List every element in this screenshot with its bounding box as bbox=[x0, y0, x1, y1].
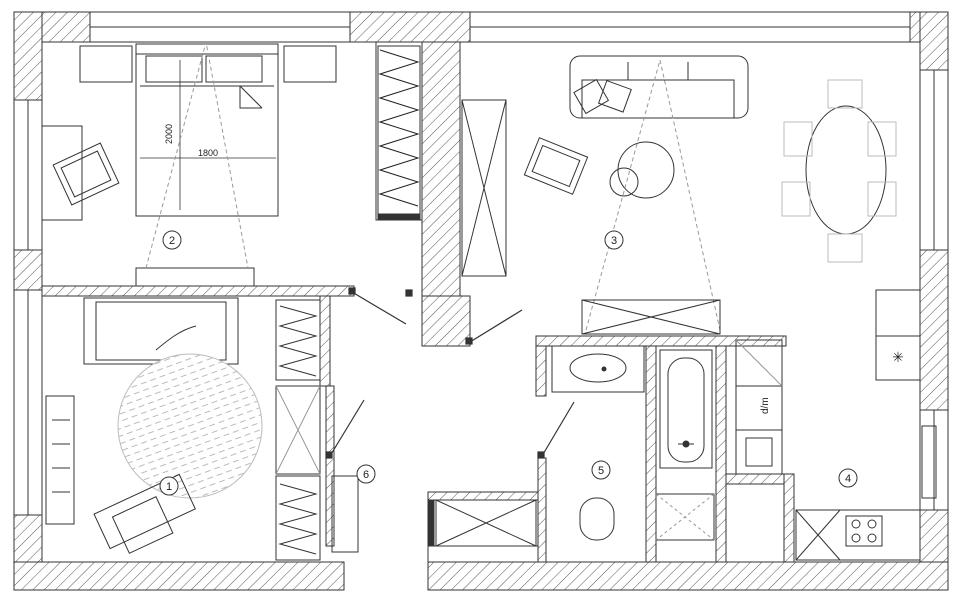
hob bbox=[845, 515, 883, 547]
round-rug bbox=[117, 353, 263, 499]
desk bbox=[41, 125, 83, 221]
room-marker-1: 1 bbox=[159, 476, 179, 496]
room-number-5: 5 bbox=[598, 465, 604, 477]
wardrobe-room1-bottom bbox=[275, 475, 321, 561]
fridge bbox=[875, 289, 921, 381]
living-door[interactable] bbox=[465, 309, 523, 345]
room-marker-5: 5 bbox=[591, 460, 611, 480]
toilet bbox=[579, 497, 615, 541]
armchair-bedroom bbox=[52, 142, 120, 206]
room-marker-3: 3 bbox=[604, 230, 624, 250]
kitchen-counter bbox=[795, 509, 921, 561]
tv-stand-bedroom bbox=[135, 267, 255, 287]
dishwasher-label: d/m bbox=[760, 397, 771, 414]
room-number-4: 4 bbox=[845, 473, 851, 485]
coffee-table bbox=[617, 141, 675, 199]
desk-room1 bbox=[93, 473, 196, 550]
bathroom bbox=[435, 345, 715, 547]
tall-cabinets bbox=[735, 339, 783, 475]
oven bbox=[745, 437, 773, 467]
bed-length-label: 2000 bbox=[164, 124, 174, 144]
room-number-6: 6 bbox=[363, 469, 369, 481]
dining-table bbox=[805, 105, 887, 235]
side-table bbox=[609, 167, 639, 197]
room-marker-2: 2 bbox=[162, 230, 182, 250]
shower-tray bbox=[655, 493, 715, 541]
room1-door[interactable] bbox=[325, 399, 365, 459]
sofa-room1 bbox=[83, 297, 239, 365]
living-room bbox=[461, 55, 897, 335]
cabinet-hall bbox=[331, 475, 359, 553]
nightstand-right bbox=[283, 45, 337, 83]
room-marker-6: 6 bbox=[356, 464, 376, 484]
armchair-room1 bbox=[111, 496, 174, 554]
bathroom-door[interactable] bbox=[537, 401, 575, 459]
fridge-symbol: ✳ bbox=[892, 349, 904, 365]
bedroom-door[interactable] bbox=[348, 287, 413, 325]
sink bbox=[569, 353, 627, 383]
walls bbox=[13, 11, 949, 591]
bed bbox=[135, 45, 279, 217]
wardrobe-room1-top bbox=[275, 299, 321, 381]
pillow-right bbox=[205, 55, 263, 83]
pillow-left bbox=[145, 55, 203, 83]
shelf-unit bbox=[45, 395, 75, 525]
armchair-living bbox=[523, 137, 589, 195]
nightstand-left bbox=[79, 45, 133, 83]
vanity bbox=[551, 345, 645, 393]
room-number-1: 1 bbox=[166, 481, 172, 493]
wardrobe-room1-mid bbox=[275, 385, 321, 475]
kitchen bbox=[735, 289, 937, 561]
bedroom bbox=[41, 41, 421, 287]
room-markers: 1 2 3 4 5 6 bbox=[159, 230, 858, 496]
radiator bbox=[921, 425, 937, 499]
room-one bbox=[45, 297, 359, 561]
sideboard bbox=[581, 299, 721, 335]
room-marker-4: 4 bbox=[838, 468, 858, 488]
window-glass-lines bbox=[27, 26, 935, 515]
storage-cabinet bbox=[435, 499, 537, 547]
bathtub bbox=[659, 349, 713, 469]
tv-cabinet bbox=[461, 99, 507, 277]
bed-width-label: 1800 bbox=[198, 148, 218, 158]
room-number-2: 2 bbox=[169, 235, 175, 247]
cushion bbox=[597, 79, 632, 113]
cushion bbox=[573, 78, 610, 115]
dining-chairs bbox=[781, 79, 897, 263]
room-number-3: 3 bbox=[611, 235, 617, 247]
